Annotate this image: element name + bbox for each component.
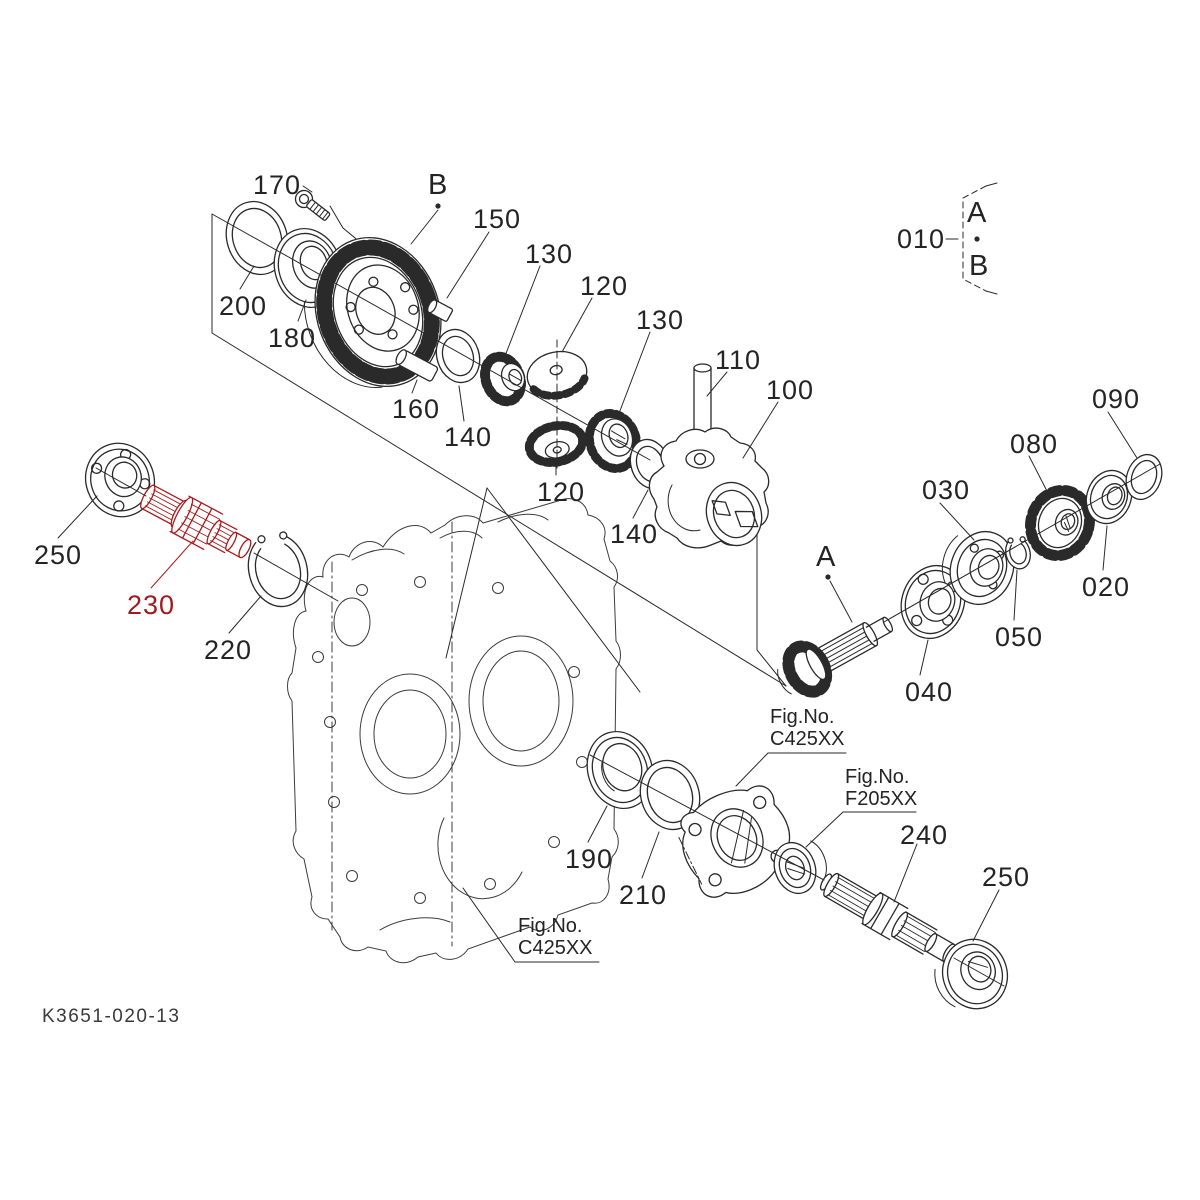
detail-frame-lower — [445, 487, 641, 693]
part-label-030: 030 — [922, 475, 971, 505]
part-230-shaft-highlighted-drawing — [140, 484, 252, 559]
part-bearing-cover-drawing — [678, 785, 792, 898]
part-080-gear-drawing — [1025, 484, 1095, 562]
part-020-bearing-drawing — [1085, 469, 1133, 525]
part-coupling-drawing — [773, 840, 827, 895]
section-label-b: B — [428, 169, 449, 201]
part-ring-gear-drawing — [303, 236, 442, 389]
part-100-diff-case-drawing — [648, 427, 770, 549]
part-220-snap-ring-drawing — [246, 521, 309, 608]
part-170-bolt-drawing — [294, 189, 331, 221]
section-ref-b-top: B — [969, 250, 990, 282]
part-130-bevel-pinion-upper-drawing — [480, 351, 526, 407]
section-a-dot — [825, 574, 831, 580]
part-250-bearing-bottom-drawing — [934, 938, 1009, 1010]
part-label-080: 080 — [1010, 429, 1059, 459]
part-label-220: 220 — [204, 635, 253, 665]
fig-ref-lower-line2: C425XX — [518, 937, 593, 959]
part-label-210: 210 — [619, 880, 668, 910]
section-b-dot — [435, 203, 441, 209]
transmission-case-drawing — [287, 498, 621, 964]
fig-ref-shaft: Fig.No. F205XX — [845, 766, 917, 810]
part-210-ring-drawing — [639, 759, 701, 831]
section-label-a: A — [816, 541, 837, 573]
fig-ref-upper-line2: C425XX — [770, 728, 845, 750]
part-240-pto-shaft-drawing — [819, 872, 956, 963]
section-010-dot — [974, 236, 980, 242]
part-label-250-bottom: 250 — [982, 862, 1031, 892]
part-label-130-upper: 130 — [525, 239, 574, 269]
part-160-pin-drawing — [395, 349, 439, 382]
part-label-150: 150 — [473, 204, 522, 234]
part-label-050: 050 — [995, 622, 1044, 652]
part-label-120-lower: 120 — [537, 477, 586, 507]
part-label-090: 090 — [1092, 384, 1141, 414]
part-label-140-left: 140 — [444, 422, 493, 452]
detail-frame-upper — [211, 213, 787, 687]
part-label-200: 200 — [219, 291, 268, 321]
fig-ref-upper-line1: Fig.No. — [770, 706, 835, 728]
part-label-190: 190 — [565, 844, 614, 874]
fig-ref-shaft-line1: Fig.No. — [845, 766, 910, 788]
part-label-160: 160 — [392, 394, 441, 424]
fig-ref-lower: Fig.No. C425XX — [518, 915, 593, 959]
fig-ref-shaft-line2: F205XX — [845, 788, 918, 810]
part-130-bevel-pinion-lower-drawing — [584, 409, 642, 473]
leader-230-highlighted — [150, 540, 194, 589]
part-250-bearing-left-drawing — [84, 442, 156, 518]
part-label-010: 010 — [897, 224, 946, 254]
part-label-230-highlighted: 230 — [127, 590, 176, 620]
section-ref-a-top: A — [967, 197, 988, 229]
part-label-170: 170 — [253, 170, 302, 200]
part-label-100: 100 — [766, 375, 815, 405]
part-label-140-right: 140 — [610, 519, 659, 549]
part-200-ring-drawing — [225, 200, 289, 276]
part-040-pinion-shaft-drawing — [777, 616, 894, 698]
drawing-number: K3651-020-13 — [42, 1006, 181, 1027]
part-label-250-left: 250 — [34, 540, 83, 570]
part-120-side-gear-lower-drawing — [524, 421, 588, 467]
part-label-240: 240 — [900, 820, 949, 850]
section-010-bracket — [962, 182, 998, 295]
part-150-pin-drawing — [427, 299, 454, 322]
fig-ref-upper: Fig.No. C425XX — [770, 706, 845, 750]
part-090-ring-drawing — [1125, 453, 1163, 501]
callout-leader-lines — [57, 185, 1138, 963]
fig-ref-lower-line1: Fig.No. — [518, 915, 583, 937]
assembly-axis-lines — [95, 213, 1161, 987]
part-label-130-lower: 130 — [636, 305, 685, 335]
part-label-120-upper: 120 — [580, 271, 629, 301]
part-label-040: 040 — [905, 677, 954, 707]
part-label-180: 180 — [268, 323, 317, 353]
part-040-bearing-drawing — [900, 565, 966, 639]
part-190-seal-drawing — [586, 730, 654, 810]
part-label-110: 110 — [715, 345, 762, 375]
part-140-washer-left-drawing — [435, 328, 481, 384]
part-label-020: 020 — [1082, 572, 1131, 602]
